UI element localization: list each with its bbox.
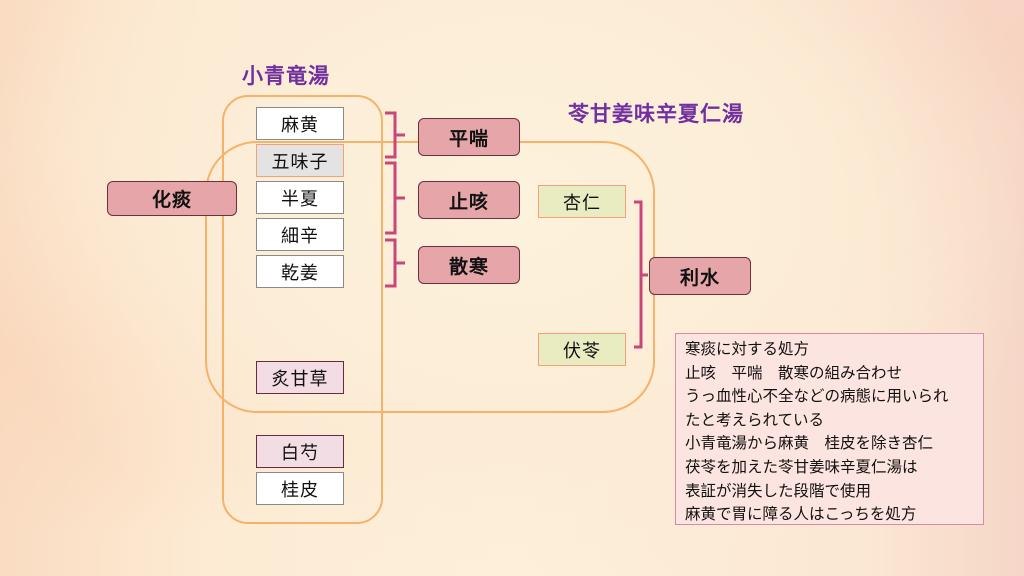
herb-keihi: 桂皮 — [256, 472, 344, 505]
effect-katan: 化痰 — [107, 181, 237, 216]
group-shoseiryuto — [222, 95, 383, 524]
herb-mao: 麻黄 — [256, 107, 344, 140]
herb-saishin: 細辛 — [256, 218, 344, 251]
effect-risui: 利水 — [649, 257, 751, 295]
formula-title-shoseiryuto: 小青竜湯 — [242, 64, 330, 88]
note-line: 寒痰に対する処方 — [685, 340, 810, 358]
note-line: 小青竜湯から麻黄 桂皮を除き杏仁 — [685, 434, 934, 453]
note-line: たと考えられている — [685, 410, 825, 429]
herb-hange: 半夏 — [256, 181, 344, 214]
bracket-heizen — [385, 111, 405, 159]
note-line: 麻黄で胃に障る人はこっちを処方 — [685, 505, 917, 524]
herb-kyonin: 杏仁 — [538, 185, 626, 218]
effect-heizen: 平喘 — [418, 118, 520, 156]
herb-bukuryo: 伏苓 — [538, 333, 626, 366]
herb-gomishi: 五味子 — [256, 144, 344, 177]
bracket-shigai — [385, 161, 405, 235]
herb-kankyo: 乾姜 — [256, 255, 344, 288]
note-line: うっ血性心不全などの病態に用いられ — [685, 387, 949, 406]
explanation-note: 寒痰に対する処方 止咳 平喘 散寒の組み合わせ うっ血性心不全などの病態に用いら… — [675, 333, 984, 525]
effect-shigai: 止咳 — [418, 181, 520, 219]
note-line: 表証が消失した段階で使用 — [685, 481, 872, 500]
formula-title-ryokan: 苓甘姜味辛夏仁湯 — [568, 102, 744, 126]
bracket-risui — [634, 200, 648, 349]
bracket-sankan — [385, 238, 405, 288]
note-line: 茯苓を加えた苓甘姜味辛夏仁湯は — [685, 457, 918, 476]
herb-byakushaku: 白芍 — [256, 435, 344, 468]
herb-shakanzo: 炙甘草 — [256, 361, 344, 394]
effect-sankan: 散寒 — [418, 246, 520, 284]
note-line: 止咳 平喘 散寒の組み合わせ — [685, 363, 903, 382]
